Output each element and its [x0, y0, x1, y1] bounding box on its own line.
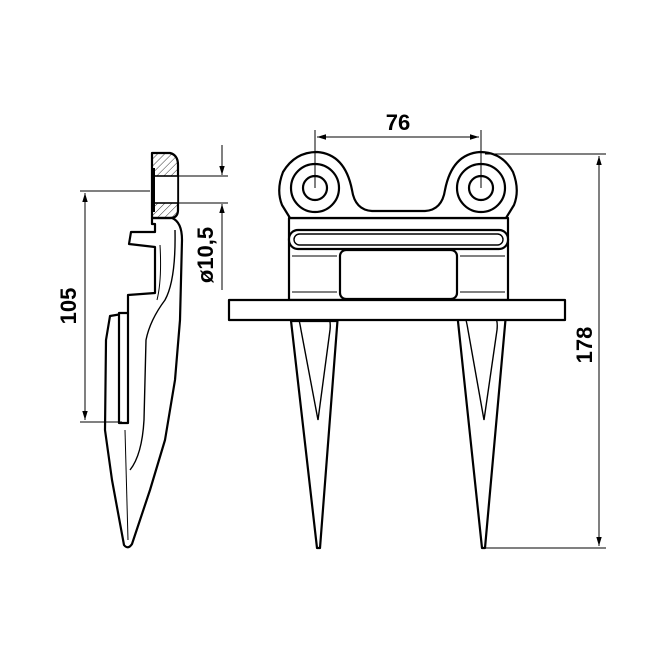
side-edge-line — [124, 429, 129, 541]
dimension-label-178: 178 — [572, 327, 597, 364]
center-block — [338, 248, 459, 301]
dimension-label-76: 76 — [386, 110, 410, 135]
side-view — [103, 151, 184, 549]
side-bore — [151, 175, 179, 204]
dimension-105: 105 — [56, 190, 150, 423]
dimension-76: 76 — [314, 110, 482, 188]
finger-right — [455, 306, 508, 550]
slot — [293, 233, 504, 246]
dimension-label-diameter: ø10,5 — [193, 227, 218, 283]
finger-left — [288, 306, 340, 550]
side-profile — [103, 216, 184, 549]
plate — [227, 298, 567, 322]
side-bore-edge — [151, 168, 155, 212]
side-inner-contour — [129, 229, 176, 471]
dimension-178: 178 — [485, 153, 606, 549]
slot-outer — [287, 228, 510, 251]
boss-bridge — [278, 150, 518, 220]
dimension-label-105: 105 — [56, 288, 81, 325]
front-view — [227, 150, 567, 550]
side-strip — [117, 311, 130, 425]
side-inner-line — [156, 244, 162, 301]
dimension-hole-diameter: ø10,5 — [178, 145, 228, 290]
